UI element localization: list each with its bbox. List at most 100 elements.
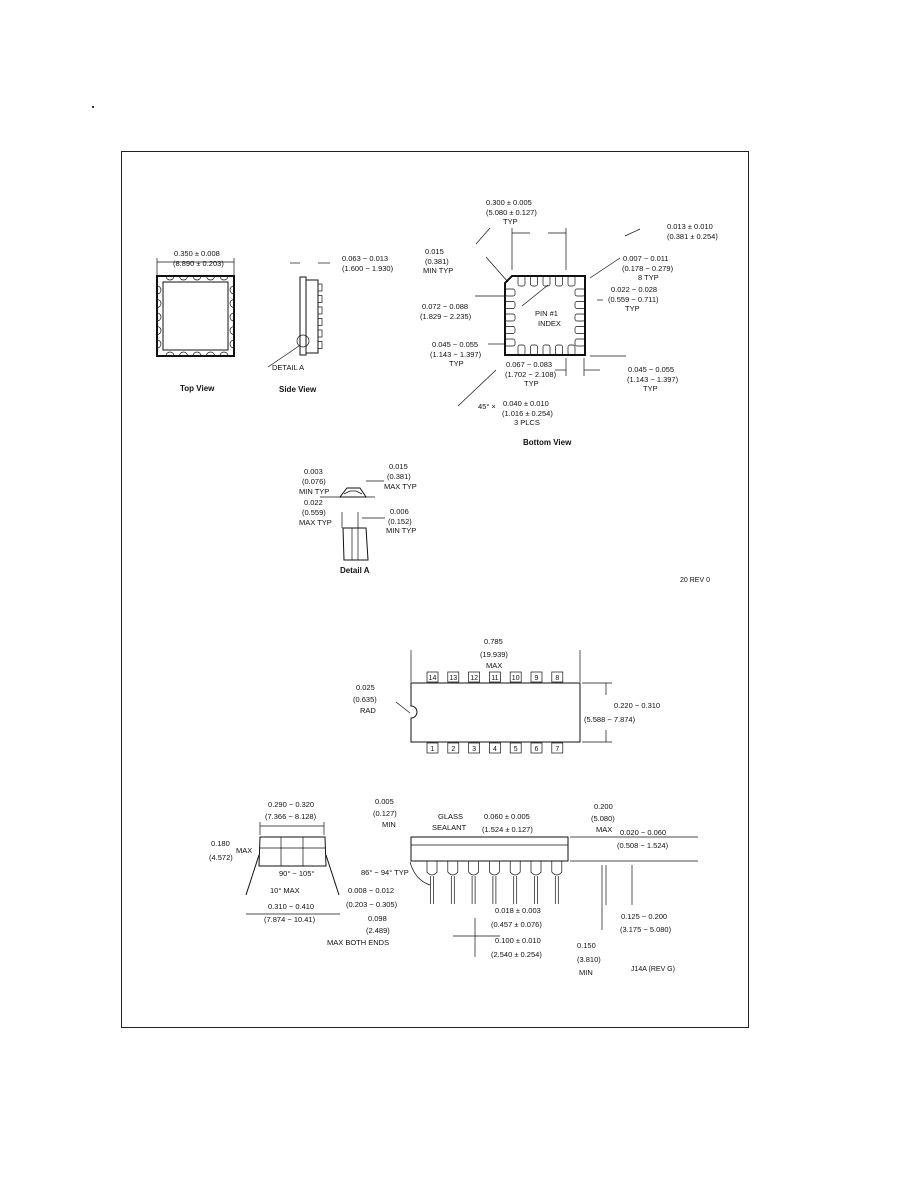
dim-br-note: TYP (643, 384, 658, 393)
detail-a-body (338, 487, 367, 498)
pin-number: 2 (451, 746, 455, 753)
dim-bottom-note: TYP (524, 379, 539, 388)
top-view-castellations (156, 275, 235, 357)
castellation (229, 285, 235, 295)
dim-015-mm: (0.381) (425, 257, 449, 266)
shoulder-in: 0.005 (375, 797, 394, 806)
end-gap-mm: (2.489) (366, 926, 390, 935)
dip-length-in: 0.785 (484, 637, 503, 646)
castellation (179, 351, 188, 357)
lead-span-in: 0.310 − 0.410 (268, 902, 314, 911)
standoff-in: 0.020 − 0.060 (620, 828, 666, 837)
side-lid (305, 279, 319, 354)
notch-mm: (0.635) (353, 695, 377, 704)
pin-box (509, 742, 522, 754)
castellation (179, 275, 188, 281)
end-left-lead (245, 854, 260, 896)
dip-side-leads (426, 861, 563, 904)
lcc-bottom-view: PIN #1 INDEX 0.300 ± 0.005 (5.080 ± 0.12… (420, 198, 718, 447)
shoulder-mm: (0.127) (373, 809, 397, 818)
dip-side-view: 0.005 (0.127) MIN GLASS SEALANT 0.060 ± … (361, 797, 698, 977)
lead-shoulder (447, 861, 459, 876)
end-gap-in: 0.098 (368, 914, 387, 923)
dim-bottom-in: 0.067 − 0.083 (506, 360, 552, 369)
lcc-top-view: 0.350 ± 0.008 (8.890 ± 0.203) Top View (156, 249, 235, 393)
castellation (156, 285, 162, 295)
dip-body (410, 682, 581, 743)
side-dim-in: 0.063 − 0.013 (342, 254, 388, 263)
bottom-pad (574, 313, 586, 322)
top-view-caption: Top View (180, 384, 215, 393)
side-pad (317, 295, 323, 303)
bottom-pad (504, 301, 516, 309)
chamfer-note: 3 PLCS (514, 418, 540, 427)
notch-note: RAD (360, 706, 376, 715)
dim-top-mm: (5.080 ± 0.127) (486, 208, 537, 217)
pin-number: 8 (555, 675, 559, 682)
dim-015-in: 0.015 (425, 247, 444, 256)
bottom-pad (574, 326, 586, 334)
pitch-in: 0.100 ± 0.010 (495, 936, 541, 945)
lead-len-mm: (3.175 − 5.080) (620, 925, 672, 934)
pin-number: 13 (449, 675, 457, 682)
d1-in: 0.003 (304, 467, 323, 476)
pin-number: 6 (535, 746, 539, 753)
dim-right2-note: 8 TYP (638, 273, 659, 282)
d3-mm: (0.381) (387, 472, 411, 481)
bottom-pad (574, 338, 586, 347)
castellation (229, 312, 235, 322)
castellation (229, 326, 235, 335)
pin-box (530, 742, 543, 754)
castellation (219, 275, 229, 281)
bottom-pad (555, 344, 563, 356)
pin-box (468, 742, 480, 754)
pin-box (447, 671, 460, 683)
side-body (299, 276, 307, 356)
chamfer-mm: (1.016 ± 0.254) (502, 409, 553, 418)
lcc-detail-a: 0.003 (0.076) MIN TYP 0.022 (0.559) MAX … (299, 462, 710, 584)
lcc-side-view: 0.063 − 0.013 (1.600 − 1.930) DETAIL A S… (267, 254, 394, 394)
d1-note: MIN TYP (299, 487, 329, 496)
dim-br-mm: (1.143 − 1.397) (627, 375, 679, 384)
castellation (165, 351, 175, 357)
drawing-frame (121, 151, 749, 1028)
bottom-pad (517, 344, 526, 356)
lcc-drawing-number: 20 REV 0 (680, 577, 710, 584)
castellation (156, 326, 162, 335)
castellation (192, 351, 202, 357)
height-mm: (5.080) (591, 814, 615, 823)
end-width-mm: (7.366 − 8.128) (265, 812, 317, 821)
pin-box (489, 742, 501, 754)
pin-index-line1: PIN #1 (535, 309, 558, 318)
dip-length-note: MAX (486, 661, 502, 670)
dip-side-body (410, 836, 569, 862)
bottom-pad (574, 301, 586, 309)
bottom-pad (567, 344, 576, 356)
castellation (156, 299, 162, 308)
end-height-mm: (4.572) (209, 853, 233, 862)
d3-note: MAX TYP (384, 482, 417, 491)
bottom-pad (555, 275, 563, 287)
end-angle-range: 90° − 105° (279, 869, 314, 878)
d2-mm: (0.559) (302, 508, 326, 517)
chamfer-in: 0.040 ± 0.010 (503, 399, 549, 408)
end-gap-note: MAX BOTH ENDS (327, 938, 389, 947)
end-height-note: MAX (236, 846, 252, 855)
side-view-caption: Side View (279, 385, 317, 394)
side-pad (317, 329, 323, 338)
lead-shoulder (489, 861, 500, 876)
pin-number: 3 (472, 746, 476, 753)
lead-shoulder (468, 861, 479, 876)
d4-mm: (0.152) (388, 517, 412, 526)
d1-mm: (0.076) (302, 477, 326, 486)
end-angle-max: 10° MAX (270, 886, 300, 895)
glass-line2: SEALANT (432, 823, 467, 832)
castellation (156, 339, 162, 349)
bottom-pad (504, 338, 516, 347)
dim-right1-in: 0.013 ± 0.010 (667, 222, 713, 231)
dim-left1-in: 0.072 − 0.088 (422, 302, 468, 311)
pitch-mm: (2.540 ± 0.254) (491, 950, 542, 959)
lead-shoulder (530, 861, 542, 876)
pin-index-line2: INDEX (538, 319, 561, 328)
dim-left2-mm: (1.143 − 1.397) (430, 350, 482, 359)
